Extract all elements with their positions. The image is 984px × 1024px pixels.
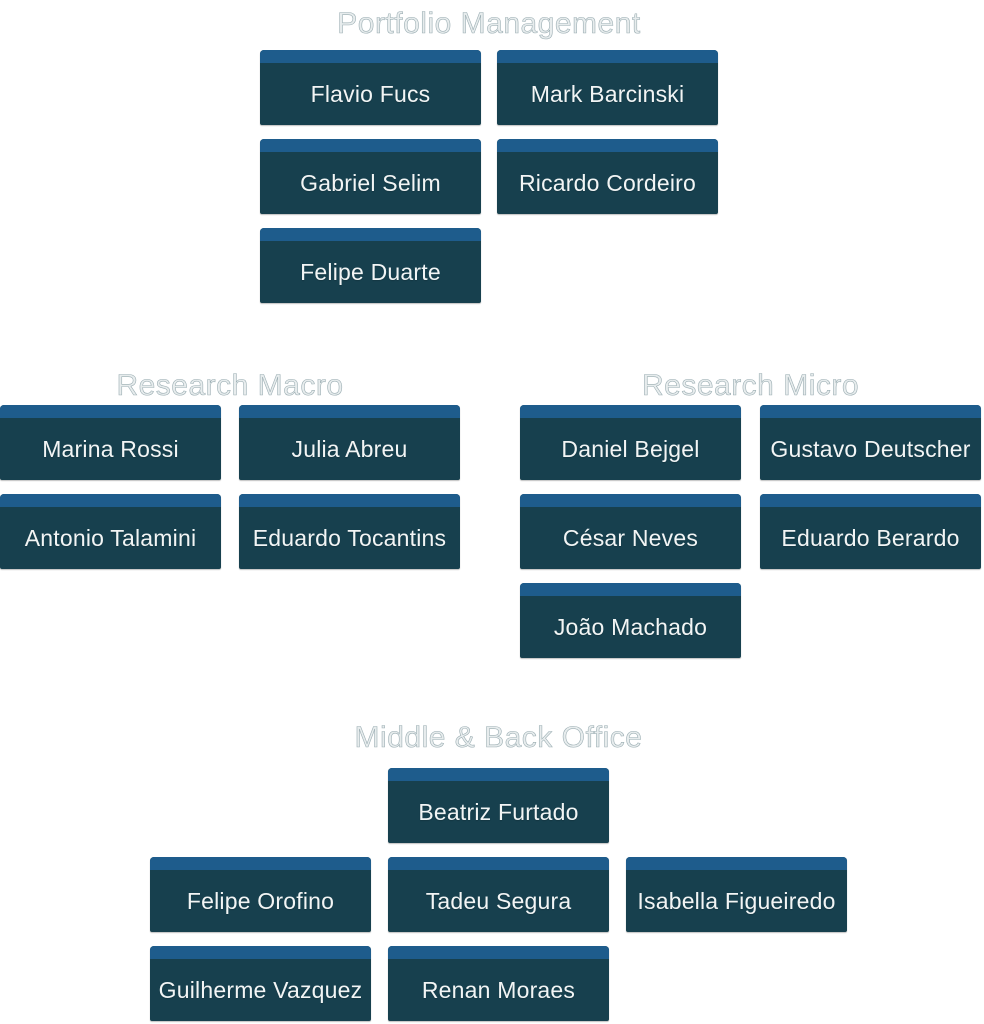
- member-card: Mark Barcinski: [497, 50, 718, 125]
- card-accent-strip: [239, 494, 460, 507]
- member-name: Gustavo Deutscher: [770, 435, 971, 462]
- card-accent-strip: [520, 583, 741, 596]
- card-accent-strip: [520, 494, 741, 507]
- member-card: João Machado: [520, 583, 741, 658]
- member-card: Gabriel Selim: [260, 139, 481, 214]
- card-accent-strip: [150, 946, 371, 959]
- member-name: Beatriz Furtado: [418, 798, 579, 825]
- member-name: Julia Abreu: [291, 435, 408, 462]
- member-name: Gabriel Selim: [300, 169, 441, 196]
- member-card: Daniel Bejgel: [520, 405, 741, 480]
- card-accent-strip: [260, 50, 481, 63]
- section-middle-back-office: Middle & Back Office Beatriz Furtado Fel…: [150, 720, 847, 1024]
- member-name: Marina Rossi: [42, 435, 179, 462]
- member-card: Felipe Orofino: [150, 857, 371, 932]
- member-name: Antonio Talamini: [24, 524, 197, 551]
- card-accent-strip: [388, 857, 609, 870]
- card-row: Guilherme Vazquez Renan Moraes: [150, 946, 847, 1021]
- member-name: Eduardo Tocantins: [252, 524, 447, 551]
- member-card: Antonio Talamini: [0, 494, 221, 569]
- card-accent-strip: [760, 494, 981, 507]
- member-card: Eduardo Tocantins: [239, 494, 460, 569]
- member-card: Eduardo Berardo: [760, 494, 981, 569]
- member-card: Felipe Duarte: [260, 228, 481, 303]
- card-row: Gabriel Selim Ricardo Cordeiro: [260, 139, 718, 214]
- member-card: Julia Abreu: [239, 405, 460, 480]
- card-row: Beatriz Furtado: [150, 768, 847, 843]
- card-accent-strip: [520, 405, 741, 418]
- card-accent-strip: [388, 768, 609, 781]
- card-row: João Machado: [520, 583, 981, 658]
- card-accent-strip: [760, 405, 981, 418]
- member-name: Ricardo Cordeiro: [518, 169, 697, 196]
- member-name: Isabella Figueiredo: [637, 887, 836, 914]
- card-row: Felipe Duarte: [260, 228, 718, 303]
- member-card: César Neves: [520, 494, 741, 569]
- member-name: Mark Barcinski: [530, 80, 685, 107]
- card-accent-strip: [626, 857, 847, 870]
- member-name: Guilherme Vazquez: [158, 976, 363, 1003]
- member-name: Flavio Fucs: [310, 80, 431, 107]
- section-title: Portfolio Management: [337, 7, 641, 41]
- section-research-macro: Research Macro Marina Rossi Julia Abreu …: [0, 368, 460, 583]
- member-card: Beatriz Furtado: [388, 768, 609, 843]
- card-accent-strip: [260, 228, 481, 241]
- section-title: Middle & Back Office: [354, 721, 643, 755]
- member-card: Renan Moraes: [388, 946, 609, 1021]
- member-card: Gustavo Deutscher: [760, 405, 981, 480]
- section-research-micro: Research Micro Daniel Bejgel Gustavo Deu…: [520, 368, 981, 672]
- card-row: César Neves Eduardo Berardo: [520, 494, 981, 569]
- section-portfolio-management: Portfolio Management Flavio Fucs Mark Ba…: [260, 6, 718, 317]
- member-card: Ricardo Cordeiro: [497, 139, 718, 214]
- member-name: Felipe Duarte: [300, 258, 441, 285]
- card-row: Flavio Fucs Mark Barcinski: [260, 50, 718, 125]
- card-row: Felipe Orofino Tadeu Segura Isabella Fig…: [150, 857, 847, 932]
- member-name: César Neves: [562, 524, 699, 551]
- section-title: Research Macro: [116, 369, 344, 403]
- card-accent-strip: [239, 405, 460, 418]
- member-name: Felipe Orofino: [186, 887, 335, 914]
- card-accent-strip: [0, 494, 221, 507]
- member-card: Isabella Figueiredo: [626, 857, 847, 932]
- card-accent-strip: [260, 139, 481, 152]
- member-name: Daniel Bejgel: [561, 435, 700, 462]
- member-name: Renan Moraes: [421, 976, 576, 1003]
- card-accent-strip: [150, 857, 371, 870]
- member-name: João Machado: [553, 613, 708, 640]
- member-card: Guilherme Vazquez: [150, 946, 371, 1021]
- member-card: Tadeu Segura: [388, 857, 609, 932]
- card-accent-strip: [497, 50, 718, 63]
- card-row: Daniel Bejgel Gustavo Deutscher: [520, 405, 981, 480]
- card-row: Marina Rossi Julia Abreu: [0, 405, 460, 480]
- member-card: Marina Rossi: [0, 405, 221, 480]
- card-accent-strip: [497, 139, 718, 152]
- member-name: Eduardo Berardo: [781, 524, 960, 551]
- member-card: Flavio Fucs: [260, 50, 481, 125]
- member-name: Tadeu Segura: [425, 887, 572, 914]
- section-title: Research Micro: [641, 369, 860, 403]
- card-accent-strip: [388, 946, 609, 959]
- card-accent-strip: [0, 405, 221, 418]
- card-row: Antonio Talamini Eduardo Tocantins: [0, 494, 460, 569]
